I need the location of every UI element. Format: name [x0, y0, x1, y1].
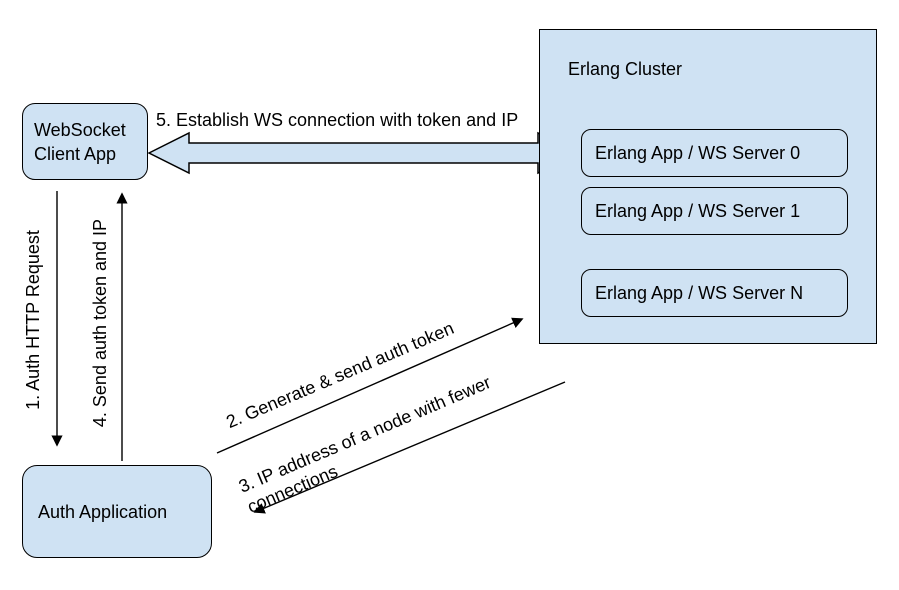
server-box-n: Erlang App / WS Server N [581, 269, 848, 317]
label-step-5: 5. Establish WS connection with token an… [156, 110, 519, 130]
node-websocket-client-app: WebSocket Client App [22, 103, 148, 180]
auth-application-label: Auth Application [38, 501, 168, 522]
generate-send-token-arrow [216, 317, 524, 454]
server-n-label: Erlang App / WS Server N [595, 282, 804, 303]
server-box-1: Erlang App / WS Server 1 [581, 187, 848, 235]
server-0-label: Erlang App / WS Server 0 [595, 142, 801, 163]
websocket-client-app-label: WebSocket Client App [34, 119, 126, 164]
ip-address-arrow [253, 381, 566, 514]
ws-connection-double-arrow [147, 131, 580, 175]
server-1-label: Erlang App / WS Server 1 [595, 200, 801, 221]
server-box-0: Erlang App / WS Server 0 [581, 129, 848, 177]
erlang-cluster-title: Erlang Cluster [568, 59, 683, 79]
node-auth-application: Auth Application [22, 465, 212, 558]
label-step-4: 4. Send auth token and IP [90, 218, 110, 428]
label-step-1: 1. Auth HTTP Request [23, 230, 43, 410]
erlang-cluster-container: Erlang Cluster Erlang App / WS Server 0 … [539, 29, 877, 344]
